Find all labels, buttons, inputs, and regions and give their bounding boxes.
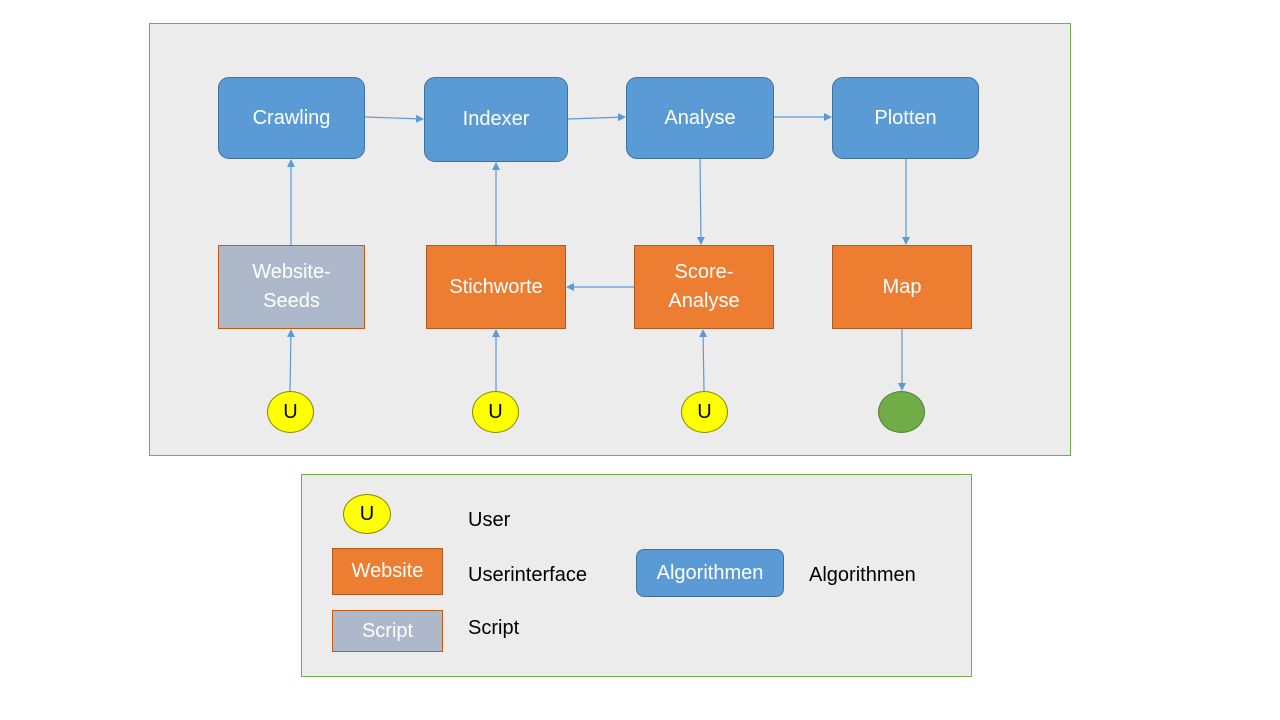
legend-website-text: Website xyxy=(351,560,424,582)
legend-user-symbol: U xyxy=(343,494,391,534)
crawling-node: Crawling xyxy=(218,77,365,159)
indexer-node: Indexer xyxy=(424,77,568,162)
user-circle-stichworte: U xyxy=(472,391,519,433)
crawling-label: Crawling xyxy=(252,106,331,129)
indexer-label: Indexer xyxy=(462,108,530,130)
legend-script-symbol: Script xyxy=(332,610,443,652)
legend-script-text: Script xyxy=(361,619,414,642)
legend-algorithm-text: Algorithmen xyxy=(656,561,764,584)
map-label: Map xyxy=(882,275,922,298)
legend-user-marker: U xyxy=(359,502,375,525)
user-marker: U xyxy=(697,400,712,423)
legend-algorithm-symbol: Algorithmen xyxy=(636,549,784,597)
output-circle xyxy=(878,391,925,433)
analyse-label: Analyse xyxy=(664,106,736,129)
user-circle-seeds: U xyxy=(267,391,314,433)
website-seeds-node: Website- Seeds xyxy=(218,245,365,329)
website-seeds-label: Website- Seeds xyxy=(252,261,331,312)
legend-algorithm-label: Algorithmen xyxy=(809,564,916,586)
user-marker: U xyxy=(283,400,298,423)
score-analyse-label: Score- Analyse xyxy=(668,261,740,312)
legend-website-symbol: Website xyxy=(332,548,443,595)
stichworte-node: Stichworte xyxy=(426,245,566,329)
analyse-node: Analyse xyxy=(626,77,774,159)
stichworte-label: Stichworte xyxy=(449,275,543,298)
score-analyse-node: Score- Analyse xyxy=(634,245,774,329)
legend-script-label: Script xyxy=(468,617,520,639)
legend-website-label: Userinterface xyxy=(468,564,587,586)
user-circle-score: U xyxy=(681,391,728,433)
plotten-node: Plotten xyxy=(832,77,979,159)
user-marker: U xyxy=(488,400,503,423)
legend-user-label: User xyxy=(468,509,511,531)
plotten-label: Plotten xyxy=(874,106,937,129)
map-node: Map xyxy=(832,245,972,329)
